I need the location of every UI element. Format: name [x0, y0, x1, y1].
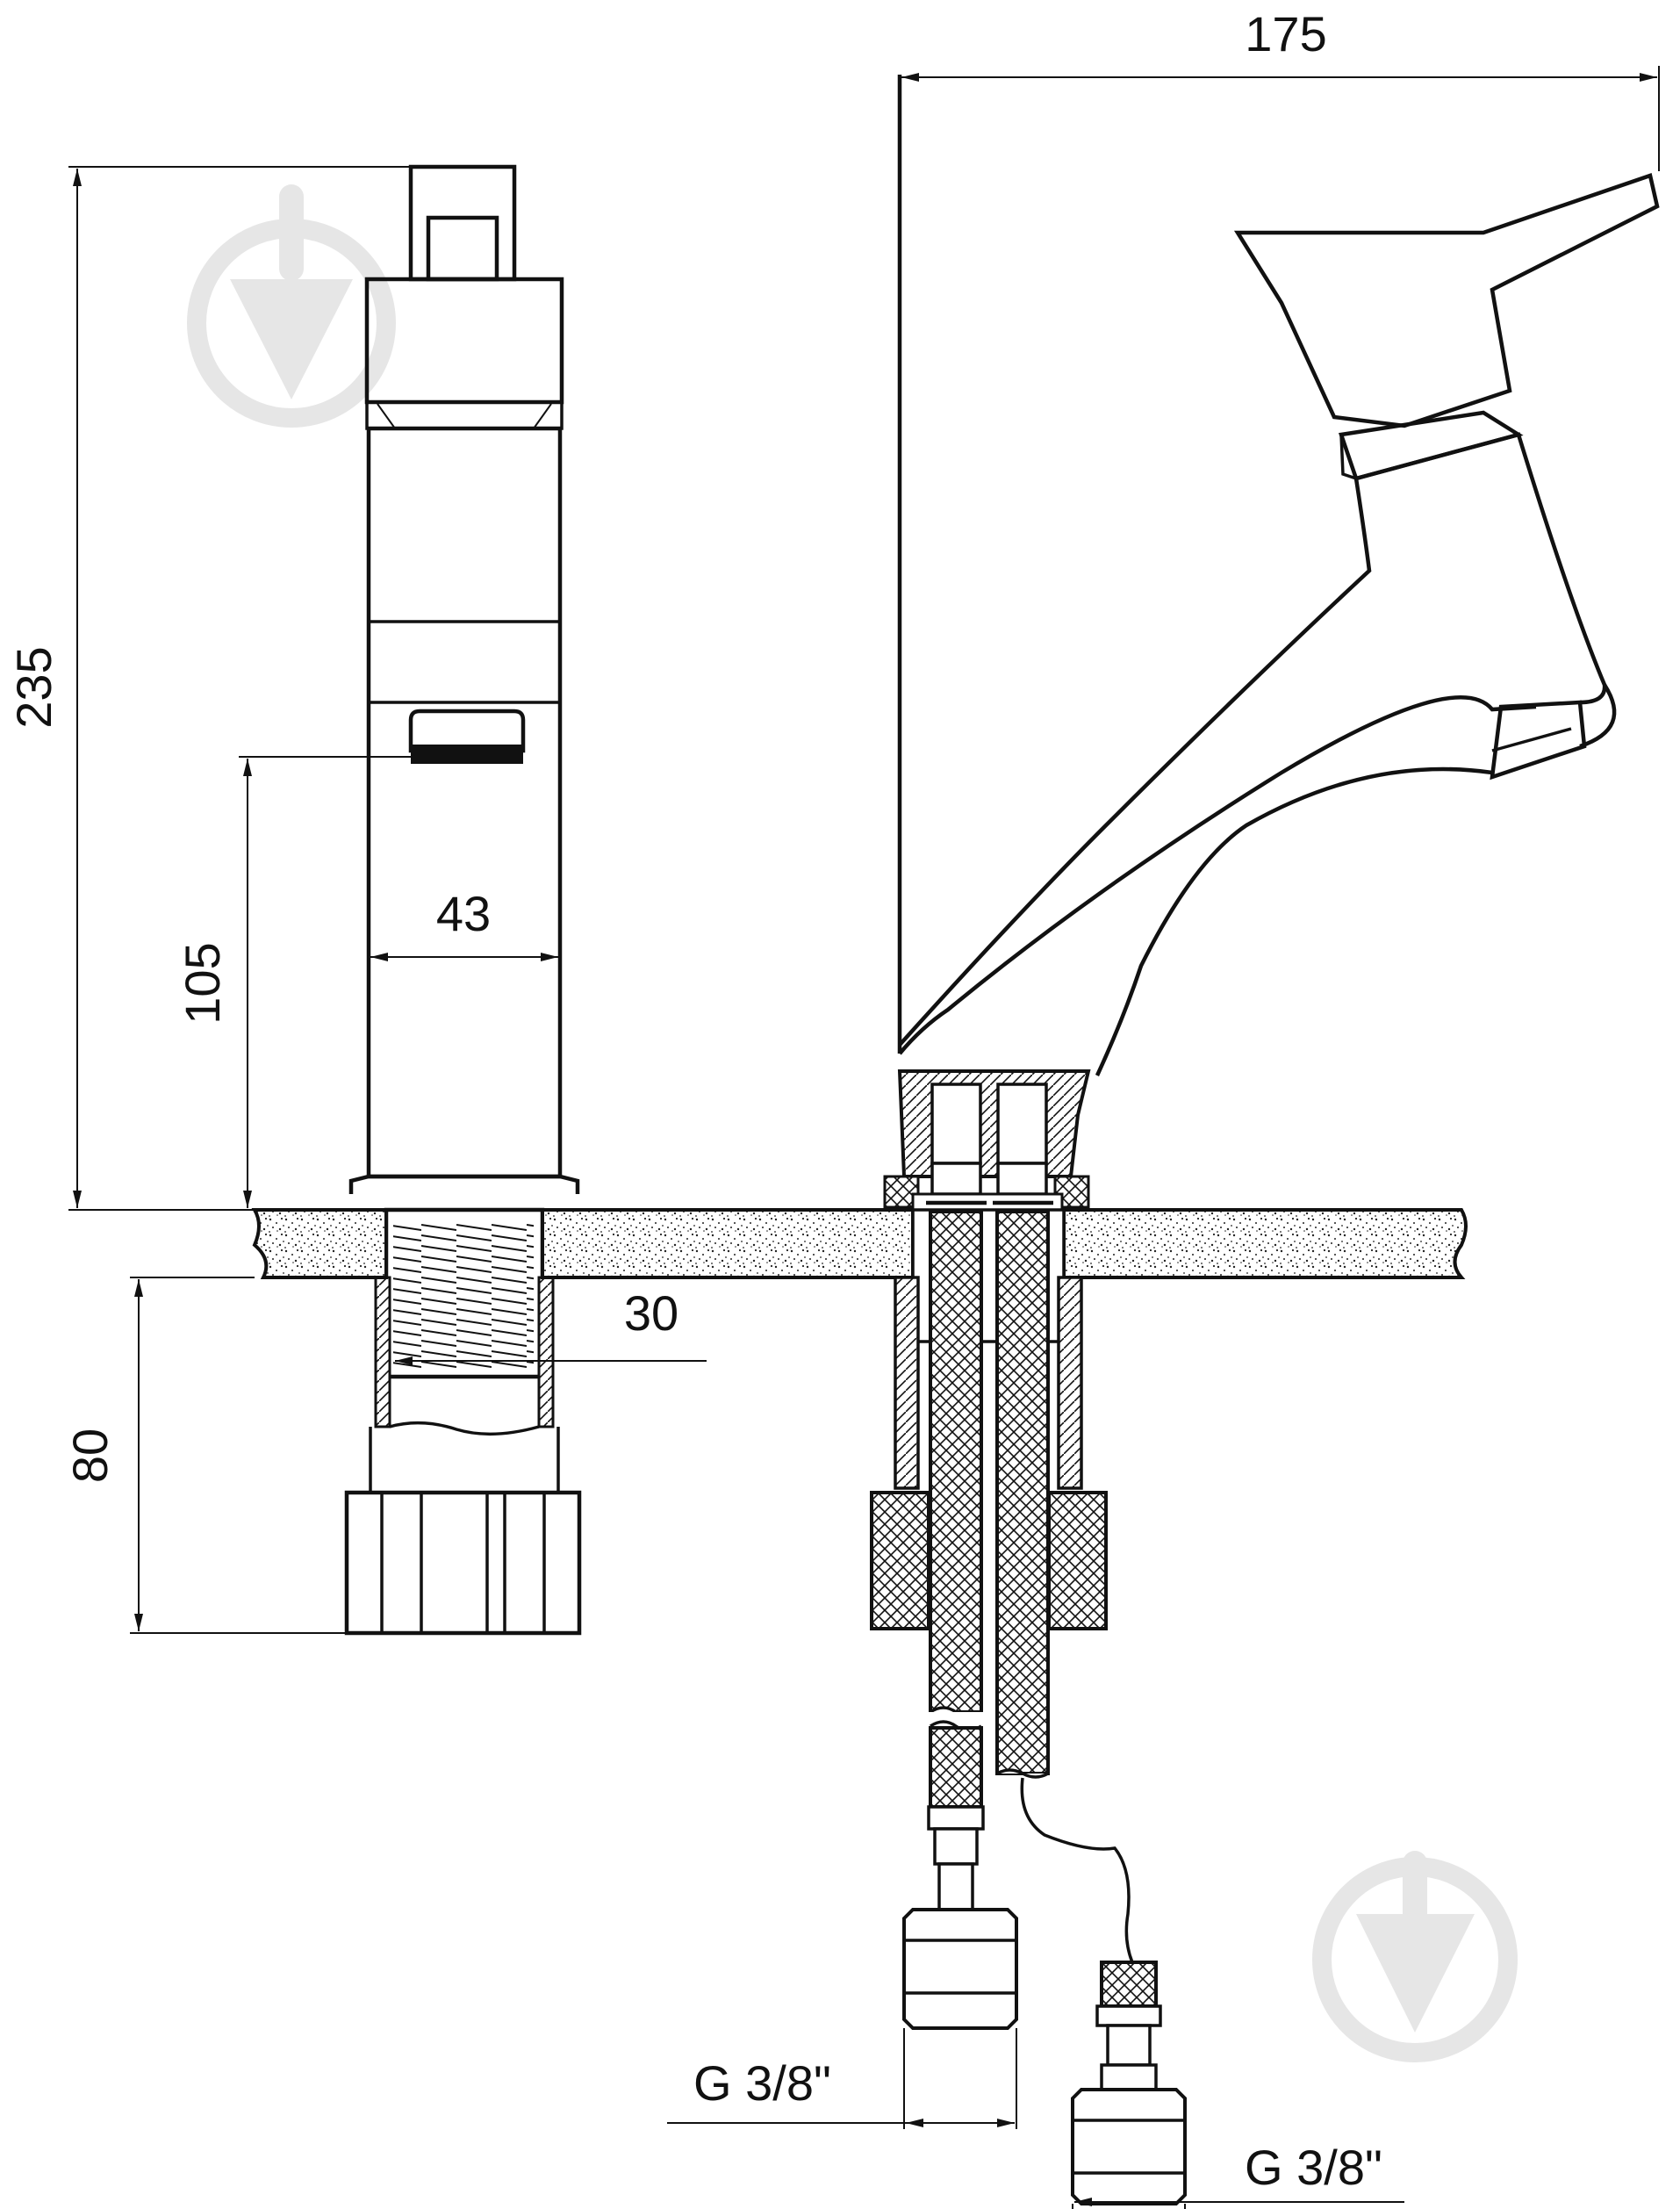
- side-view: [870, 75, 1660, 2205]
- dimension-lines: [68, 66, 1660, 2209]
- dim-thread-diameter: 30: [624, 1285, 678, 1341]
- dim-spout-height: 105: [175, 942, 230, 1024]
- dim-body-diameter: 43: [436, 886, 491, 941]
- dim-inlet-left: G 3/8": [693, 2055, 831, 2111]
- dim-total-height: 235: [6, 646, 61, 728]
- dim-inlet-right: G 3/8": [1245, 2140, 1382, 2195]
- countertop: [251, 1208, 1468, 1279]
- front-view: [344, 164, 582, 1636]
- dim-total-width: 175: [1245, 6, 1326, 61]
- watermark-logo-bottom: [1312, 1851, 1518, 2062]
- watermark-logo-top: [187, 184, 396, 428]
- dim-thread-length: 80: [62, 1428, 118, 1483]
- dimension-labels: 175 235 105 43 30 80 G 3/8" G 3/8": [6, 6, 1382, 2195]
